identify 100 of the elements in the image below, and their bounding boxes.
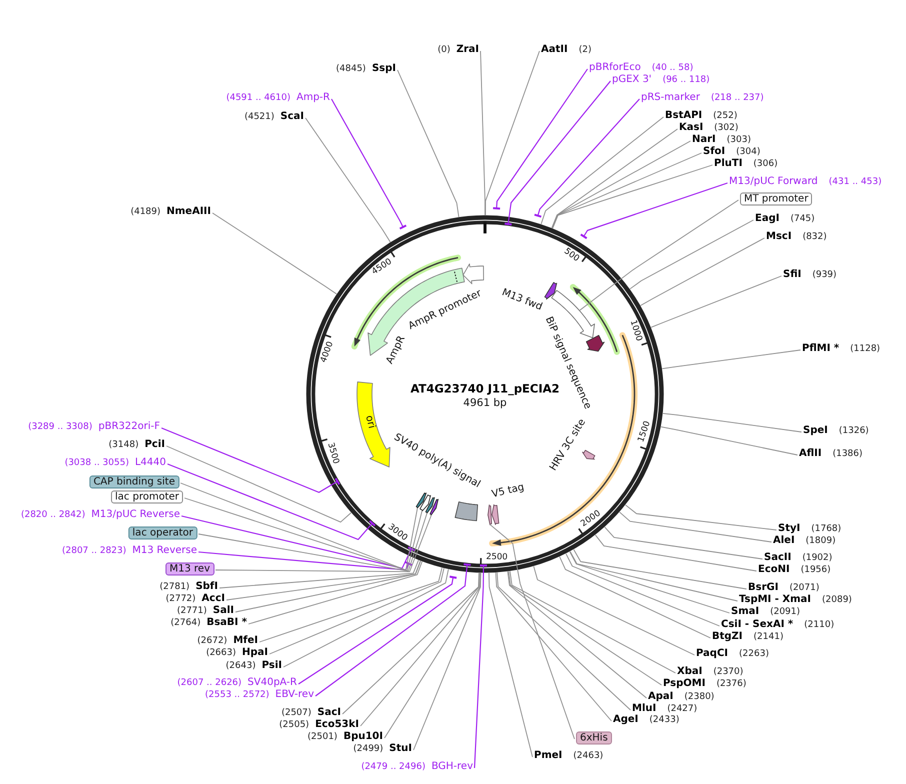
site-position: (1128) xyxy=(850,343,880,355)
leader-line xyxy=(552,152,702,229)
primer-range: (2553 .. 2572) xyxy=(205,689,270,701)
site-position: (2643) xyxy=(226,660,256,672)
site-position: (1326) xyxy=(838,425,869,437)
leader-line xyxy=(489,524,575,740)
enzyme-name: MluI xyxy=(632,703,656,714)
enzyme-name: ApaI xyxy=(648,691,674,703)
leader-line xyxy=(640,238,765,306)
primer-name: pGEX 3' xyxy=(612,74,652,86)
site-position: (2376) xyxy=(716,678,746,690)
scale-label: 1000 xyxy=(628,318,644,342)
leader-line xyxy=(342,572,480,714)
leader-line xyxy=(579,200,739,311)
plasmid-name: AT4G23740 J11_pECIA2 xyxy=(410,382,560,396)
enzyme-name: ZraI xyxy=(456,44,479,56)
enzyme-name: SfiI xyxy=(783,269,802,281)
site-position: (2071) xyxy=(789,582,820,594)
enzyme-name: EagI xyxy=(755,213,780,225)
primer-name: SV40pA-R xyxy=(248,677,297,689)
enzyme-name: BsrGI xyxy=(748,582,778,594)
site-position: (1768) xyxy=(811,523,842,535)
primer-range: (218 .. 237) xyxy=(710,92,764,104)
primer-name: Amp-R xyxy=(296,92,330,104)
feature-tag: CAP binding site xyxy=(89,476,179,488)
leader-line xyxy=(510,570,676,674)
site-position: (2370) xyxy=(713,666,744,678)
enzyme-name: StyI xyxy=(778,523,800,535)
leader-line xyxy=(566,553,720,626)
leader-line xyxy=(181,515,416,569)
leader-line xyxy=(508,570,662,686)
site-position: (4521) xyxy=(244,111,274,123)
site-position: (4189) xyxy=(130,206,161,218)
enzyme-name: SmaI xyxy=(731,606,760,618)
enzyme-name: PaqCI xyxy=(696,648,728,660)
site-position: (2) xyxy=(578,44,592,56)
leader-line xyxy=(540,116,664,224)
enzyme-name: SfoI xyxy=(703,146,726,158)
primer-range: (3289 .. 3308) xyxy=(28,421,92,433)
site-position: (2263) xyxy=(739,648,769,660)
leader-line xyxy=(219,560,419,588)
enzyme-name: PspOMI xyxy=(663,678,706,690)
enzyme-name: HpaI xyxy=(242,647,268,659)
leader-line xyxy=(235,560,422,612)
primer-range: (2820 .. 2842) xyxy=(20,509,86,521)
site-position: (306) xyxy=(753,158,778,170)
enzyme-name: AgeI xyxy=(613,714,638,726)
scale-label: 4000 xyxy=(318,340,336,364)
enzyme-name: SalI xyxy=(212,605,234,617)
enzyme-name: BstAPI xyxy=(665,110,702,122)
feature-tag: MT promoter xyxy=(740,192,812,206)
site-position: (4845) xyxy=(336,63,366,75)
scale-label: 2500 xyxy=(485,552,508,563)
enzyme-name: AflII xyxy=(799,448,822,460)
enzyme-name: SpeI xyxy=(803,425,828,437)
feature-tag: M13 rev xyxy=(166,562,214,576)
site-position: (2427) xyxy=(667,703,698,715)
enzyme-name: PciI xyxy=(144,439,165,451)
site-position: (2141) xyxy=(754,631,784,643)
primer-range: (2607 .. 2626) xyxy=(177,677,242,689)
enzyme-name: PluTI xyxy=(714,158,742,170)
feature-label: ori xyxy=(363,414,377,430)
primer-name: M13/pUC Reverse xyxy=(91,509,180,521)
leader-line xyxy=(504,80,611,226)
site-position: (2499) xyxy=(353,743,384,755)
site-position: (1386) xyxy=(832,448,863,460)
enzyme-name: AatII xyxy=(541,44,568,56)
leader-line xyxy=(662,350,801,370)
enzyme-name: EcoNI xyxy=(758,564,790,576)
enzyme-name: Bpu10I xyxy=(343,731,383,743)
leader-line xyxy=(604,526,763,560)
primer-name: pBRforEco xyxy=(589,62,641,74)
feature-label: V5 tag xyxy=(490,482,526,500)
site-position: (2771) xyxy=(176,605,207,617)
leader-line xyxy=(570,551,738,602)
primer-name: L4440 xyxy=(134,457,166,469)
leader-line xyxy=(662,412,802,432)
primer-range: (3038 .. 3055) xyxy=(64,457,129,469)
leader-line xyxy=(360,572,480,726)
leader-line xyxy=(474,564,488,768)
feature-label: M13 fwd xyxy=(500,287,544,313)
leader-line xyxy=(488,572,533,758)
primer-range: (2479 .. 2496) xyxy=(361,761,426,773)
site-position: (2505) xyxy=(279,719,310,731)
leader-line xyxy=(480,50,486,216)
site-position: (302) xyxy=(714,122,738,134)
enzyme-name: PflMI * xyxy=(802,343,840,355)
site-position: (2380) xyxy=(684,691,714,703)
enzyme-name: NarI xyxy=(692,134,716,146)
site-position: (2663) xyxy=(206,647,236,659)
site-position: (939) xyxy=(812,269,837,281)
leader-line xyxy=(315,563,472,696)
enzyme-name: SacII xyxy=(764,552,792,564)
site-position: (832) xyxy=(802,231,827,243)
leader-line xyxy=(619,512,772,542)
leader-line xyxy=(248,561,423,624)
site-position: (1956) xyxy=(800,564,831,576)
leader-line xyxy=(569,551,730,614)
leader-line xyxy=(650,276,782,328)
site-position: (0) xyxy=(438,44,450,56)
